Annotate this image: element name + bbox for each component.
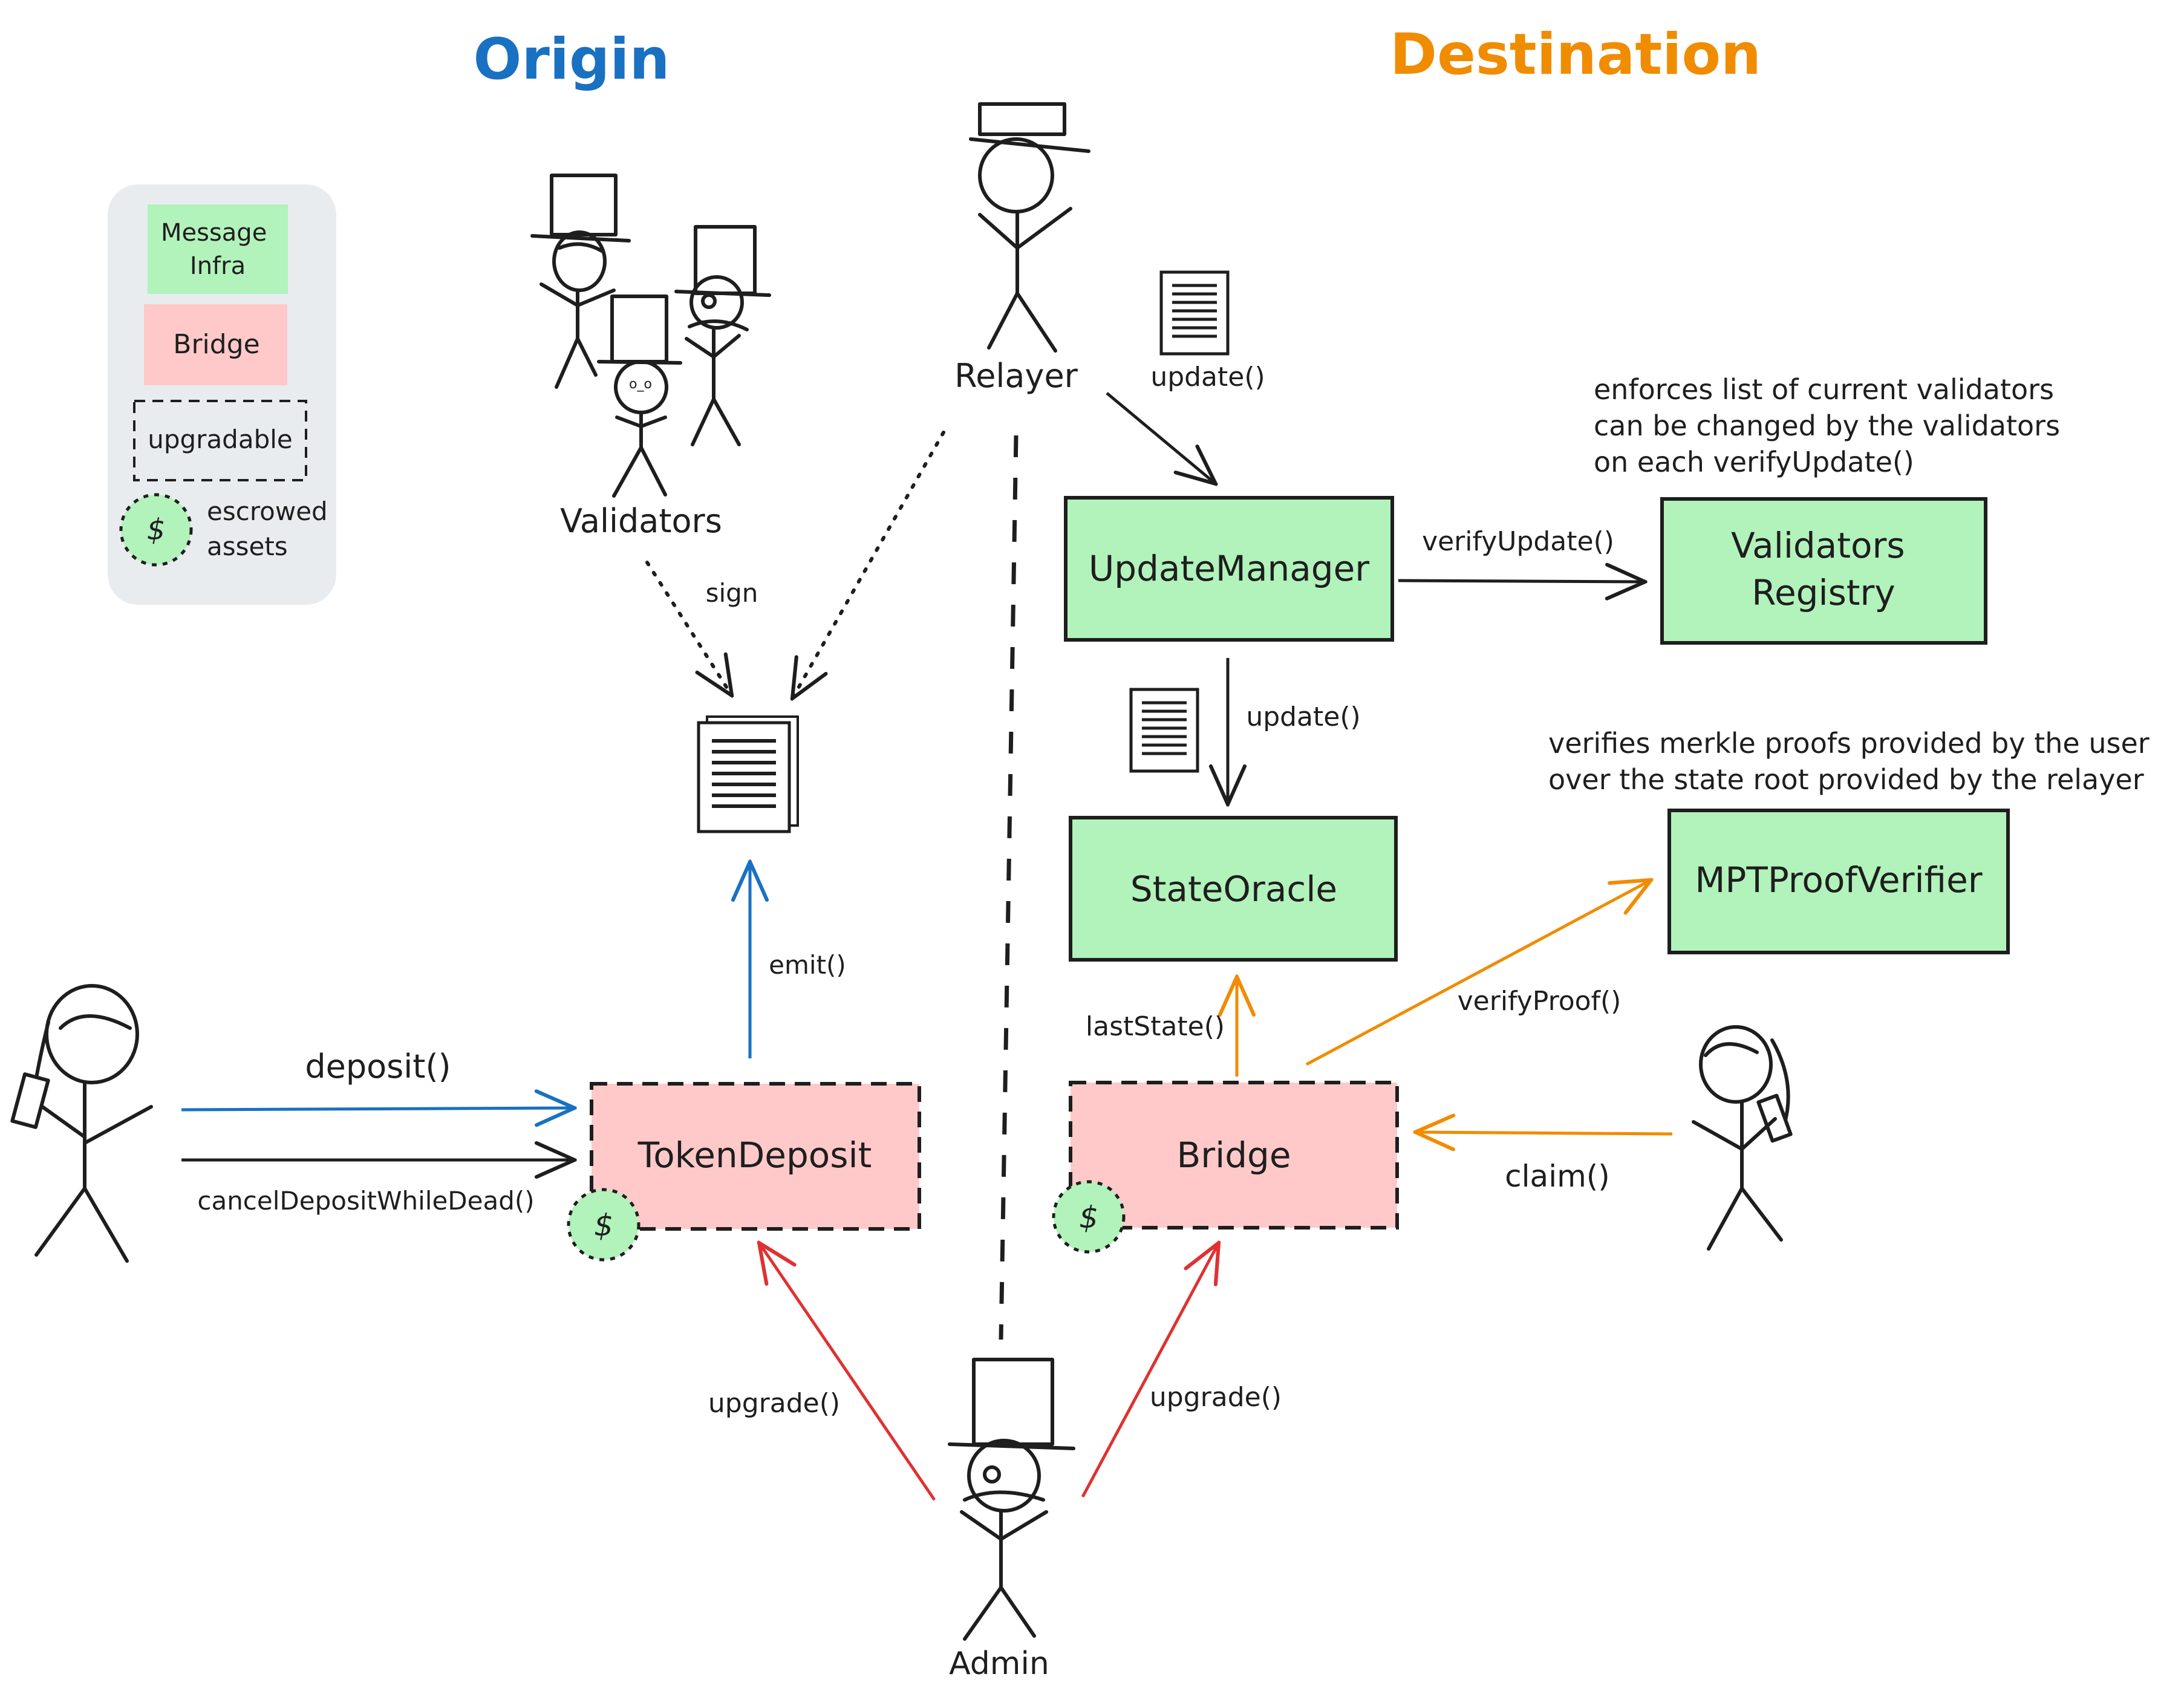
claim-arrow [1415,1132,1673,1134]
oracle-document-icon [1131,689,1198,771]
verify-proof-arrow [1305,880,1651,1066]
claim-label: claim() [1505,1159,1610,1194]
mpt-proof-verifier-note: verifies merkle proofs provided by the u… [1548,727,2158,796]
verify-update-arrow [1398,581,1645,582]
validators-sign-arrow [645,561,732,695]
svg-text:$: $ [147,513,166,547]
deposit-label: deposit() [305,1047,451,1086]
validators-registry-note: enforces list of current validators can … [1594,373,2069,478]
verify-update-label: verifyUpdate() [1422,526,1614,557]
svg-text:o_o: o_o [629,377,652,392]
origin-destination-divider [999,435,1019,1340]
legend-upgradable-label: upgradable [148,425,293,454]
relayer-document-icon [1161,272,1228,354]
validators-registry-box: Validators Registry [1660,497,1987,645]
mpt-proof-verifier-label: MPTProofVerifier [1695,859,1982,901]
update-manager-label: UpdateManager [1089,548,1369,589]
admin-group: Admin [948,1358,1075,1682]
relayer-stick-figure-icon [969,102,1090,353]
upgrade-token-deposit-arrow [759,1243,936,1501]
relayer-label: Relayer [954,357,1078,395]
legend-message-infra-label: Message Infra [161,219,275,280]
token-deposit-escrow-dollar-icon: $ [569,1190,639,1260]
bridge-escrow-dollar-icon: $ [1054,1182,1124,1252]
user-right-stick-figure-icon [1692,1025,1793,1251]
validator-1-stick-figure-icon [530,174,631,389]
origin-title: Origin [474,27,670,93]
state-oracle-box: StateOracle [1069,816,1398,962]
legend-bridge-label: Bridge [173,329,259,360]
emit-label: emit() [769,950,846,980]
legend: Message Infra Bridge upgradable $ escrow… [108,184,336,605]
svg-text:$: $ [594,1208,613,1243]
relayer-update-arrow [1106,392,1216,484]
state-oracle-label: StateOracle [1130,868,1337,910]
deposit-arrow [181,1108,575,1110]
svg-text:$: $ [1079,1200,1098,1235]
bridge-label: Bridge [1176,1135,1291,1176]
token-deposit-label: TokenDeposit [637,1135,872,1176]
legend-upgradable-swatch [133,400,307,481]
oracle-update-label: update() [1246,702,1360,732]
legend-escrowed-label: escrowed assets [207,497,336,561]
upgrade-token-deposit-label: upgrade() [708,1388,840,1419]
admin-stick-figure-icon [948,1358,1075,1641]
verify-proof-label: verifyProof() [1458,986,1622,1017]
signed-document-icon [697,715,799,833]
validators-label: Validators [560,502,722,540]
validator-2-stick-figure-icon: o_o [597,295,682,498]
token-deposit-box: TokenDeposit [590,1082,921,1231]
upgrade-bridge-arrow [1081,1243,1219,1498]
validators-registry-label: Validators Registry [1731,525,1916,613]
sign-label: sign [706,578,758,608]
bridge-box: Bridge [1069,1081,1399,1230]
legend-bridge-swatch [144,304,287,385]
validator-3-stick-figure-icon [674,225,771,446]
relayer-read-arrow [792,431,945,699]
legend-escrow-dollar-icon: $ [121,495,191,565]
last-state-label: lastState() [1086,1011,1225,1042]
admin-label: Admin [949,1646,1049,1682]
upgrade-bridge-label: upgrade() [1150,1382,1282,1413]
mpt-proof-verifier-box: MPTProofVerifier [1667,809,2010,954]
user-left-stick-figure-icon [10,984,153,1263]
update-manager-box: UpdateManager [1064,496,1394,642]
destination-title: Destination [1390,22,1761,88]
relayer-group: Relayer [954,102,1090,395]
relayer-update-label: update() [1150,362,1265,392]
validators-group: o_o Validators [530,174,771,540]
legend-message-infra-swatch [148,204,288,294]
cancel-deposit-label: cancelDepositWhileDead() [197,1186,534,1216]
